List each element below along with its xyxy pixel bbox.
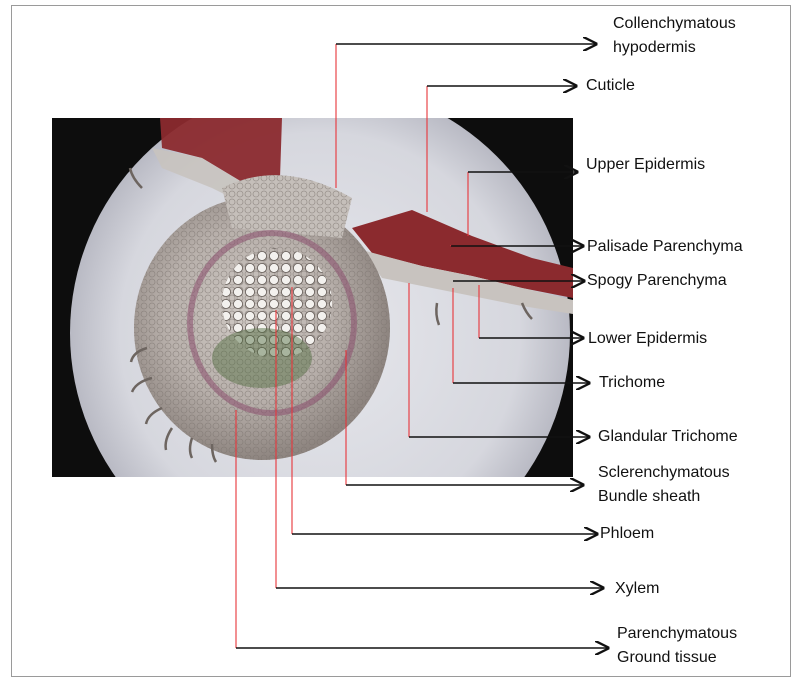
label-xylem: Xylem — [615, 577, 659, 601]
label-sclerenchymatous-bundle-sheath: Sclerenchymatous Bundle sheath — [598, 461, 730, 509]
label-spogy-parenchyma: Spogy Parenchyma — [587, 269, 727, 293]
label-lower-epidermis: Lower Epidermis — [588, 327, 707, 351]
label-upper-epidermis: Upper Epidermis — [586, 153, 705, 177]
label-glandular-trichome: Glandular Trichome — [598, 425, 738, 449]
label-parenchymatous-ground-tissue: Parenchymatous Ground tissue — [617, 622, 737, 670]
label-trichome: Trichome — [599, 371, 665, 395]
leaf-cross-section-image — [52, 118, 573, 477]
label-collenchymatous-hypodermis: Collenchymatous hypodermis — [613, 12, 736, 60]
label-phloem: Phloem — [600, 522, 654, 546]
micrograph-photo — [52, 118, 573, 477]
label-palisade-parenchyma: Palisade Parenchyma — [587, 235, 743, 259]
label-cuticle: Cuticle — [586, 74, 635, 98]
